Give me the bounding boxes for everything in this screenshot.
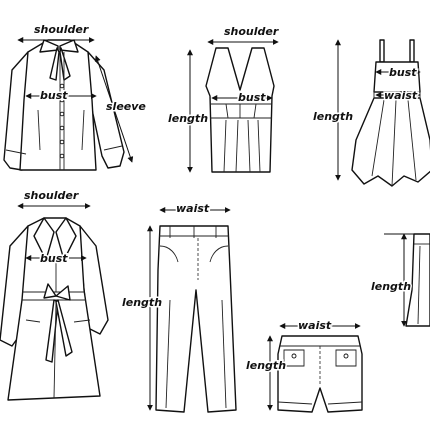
tank-top-shoulder-label: shoulder xyxy=(224,25,279,38)
dress-bust-label: bust xyxy=(389,66,417,79)
trousers-measurements xyxy=(147,207,231,411)
tank-top-length-label: length xyxy=(168,112,208,125)
trousers-waist-label: waist xyxy=(176,202,210,215)
tank-top-measurements xyxy=(187,39,279,173)
trousers-figure xyxy=(155,225,237,413)
coat-measurements xyxy=(17,203,91,261)
shorts-measurements xyxy=(267,323,361,411)
coat-bust-label: bust xyxy=(40,252,68,265)
skirt-figure xyxy=(405,233,430,327)
dress-figure xyxy=(351,39,430,187)
dress-measurements xyxy=(335,39,421,181)
shorts-waist-label: waist xyxy=(298,319,332,332)
tank-top-bust-label: bust xyxy=(238,91,266,104)
blouse-shoulder-label: shoulder xyxy=(34,23,89,36)
skirt-measurements xyxy=(384,233,414,327)
coat-figure xyxy=(0,217,109,401)
shorts-length-label: length xyxy=(246,359,286,372)
tank-top-figure xyxy=(205,47,275,173)
blouse-sleeve-label: sleeve xyxy=(106,100,146,113)
blouse-bust-label: bust xyxy=(40,89,68,102)
skirt-length-label: length xyxy=(371,280,411,293)
dress-waist-label: waist xyxy=(384,89,418,102)
dress-length-label: length xyxy=(313,110,353,123)
blouse-measurements xyxy=(17,37,134,163)
trousers-length-label: length xyxy=(122,296,162,309)
shorts-figure xyxy=(277,335,363,413)
coat-shoulder-label: shoulder xyxy=(24,189,79,202)
